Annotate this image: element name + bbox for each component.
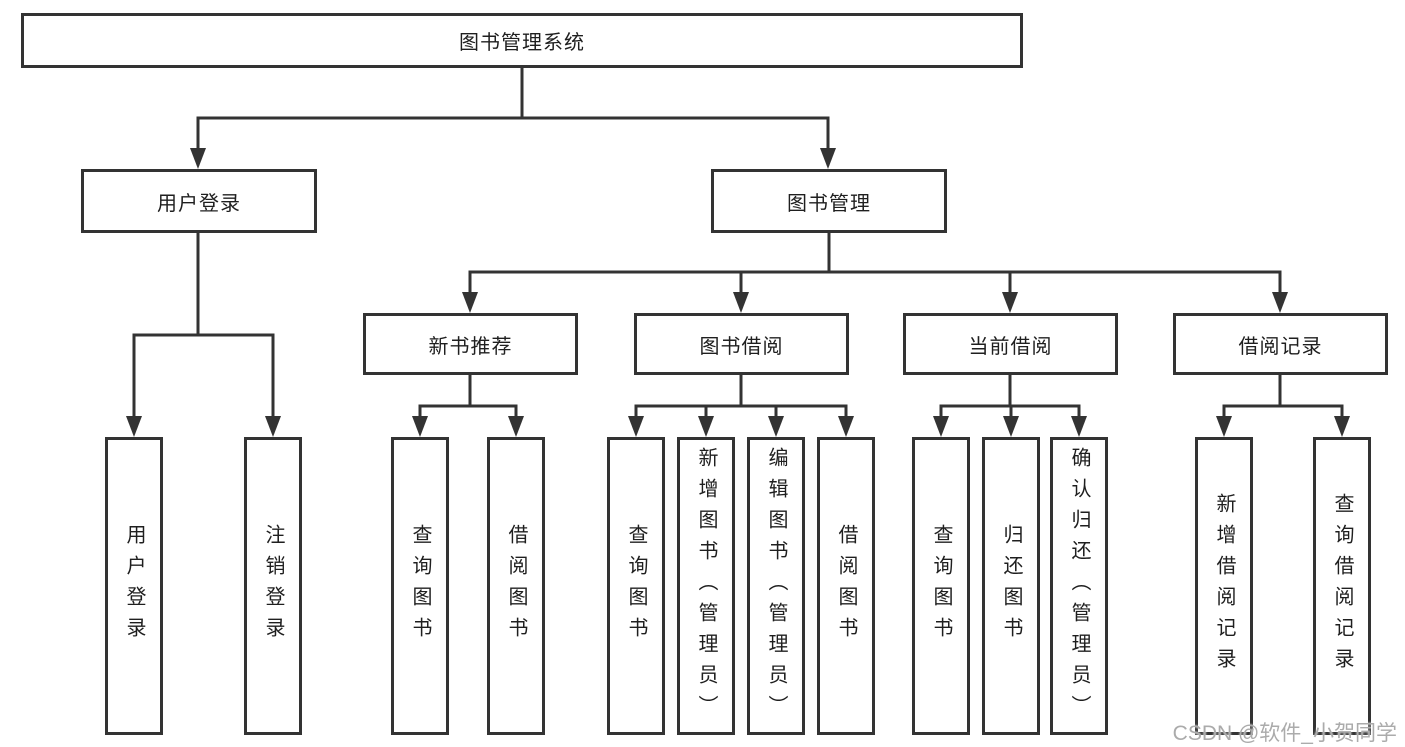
leaf-label: 确认归还（管理员） (1068, 446, 1090, 726)
leaf-query-borrow-record: 查询借阅记录 (1313, 437, 1371, 735)
node-label: 新书推荐 (428, 335, 513, 358)
leaf-label: 注销登录 (262, 524, 284, 648)
leaf-query-books-recommend: 查询图书 (391, 437, 449, 735)
node-user-login: 用户登录 (81, 169, 317, 233)
leaf-borrow-books-recommend: 借阅图书 (487, 437, 545, 735)
node-borrowing-records: 借阅记录 (1173, 313, 1388, 375)
node-new-book-recommendation: 新书推荐 (363, 313, 578, 375)
leaf-query-books-current: 查询图书 (912, 437, 970, 735)
leaf-label: 编辑图书（管理员） (765, 446, 787, 726)
node-label: 图书管理系统 (459, 32, 585, 54)
leaf-borrow-books-borrowing: 借阅图书 (817, 437, 875, 735)
leaf-logout-login: 注销登录 (244, 437, 302, 735)
node-label: 借阅记录 (1238, 335, 1323, 358)
watermark-csdn: CSDN @软件_小贺同学 (1172, 722, 1397, 745)
node-label: 图书借阅 (699, 335, 784, 358)
leaf-label: 查询图书 (625, 524, 647, 648)
node-label: 图书管理 (787, 192, 871, 215)
leaf-add-borrow-record: 新增借阅记录 (1195, 437, 1253, 735)
node-label: 用户登录 (157, 192, 241, 215)
leaf-label: 借阅图书 (835, 524, 857, 648)
node-library-management-system: 图书管理系统 (21, 13, 1023, 68)
leaf-label: 查询图书 (930, 524, 952, 648)
leaf-return-books: 归还图书 (982, 437, 1040, 735)
node-label: 当前借阅 (968, 335, 1053, 358)
leaf-label: 查询借阅记录 (1331, 493, 1353, 679)
leaf-label: 归还图书 (1000, 524, 1022, 648)
leaf-add-books-admin: 新增图书（管理员） (677, 437, 735, 735)
node-book-borrowing: 图书借阅 (634, 313, 849, 375)
leaf-edit-books-admin: 编辑图书（管理员） (747, 437, 805, 735)
leaf-confirm-return-admin: 确认归还（管理员） (1050, 437, 1108, 735)
leaf-user-login: 用户登录 (105, 437, 163, 735)
leaf-label: 借阅图书 (505, 524, 527, 648)
node-current-borrowing: 当前借阅 (903, 313, 1118, 375)
leaf-label: 新增借阅记录 (1213, 493, 1235, 679)
leaf-query-books-borrowing: 查询图书 (607, 437, 665, 735)
leaf-label: 用户登录 (123, 524, 145, 648)
arrowheads (126, 148, 1350, 437)
node-book-management: 图书管理 (711, 169, 947, 233)
leaf-label: 新增图书（管理员） (695, 446, 717, 726)
leaf-label: 查询图书 (409, 524, 431, 648)
